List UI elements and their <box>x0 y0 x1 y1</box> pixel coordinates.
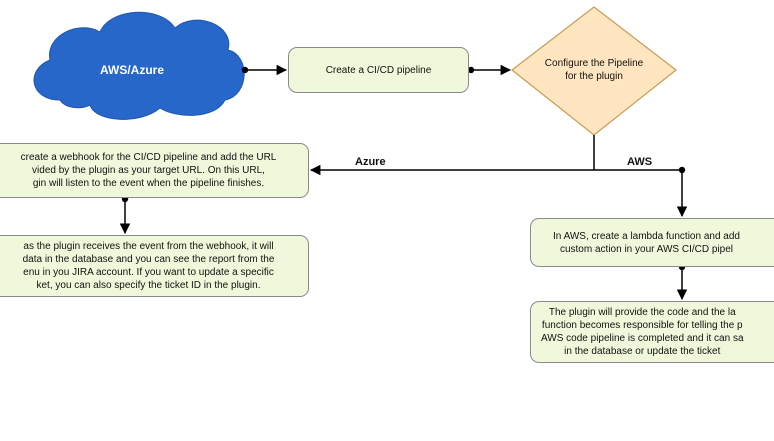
node-text-line: vided by the plugin as your target URL. … <box>32 165 265 176</box>
node-text-line: in the database or update the ticket <box>564 346 721 357</box>
node-text-line: ket, you can also specify the ticket ID … <box>36 280 261 291</box>
decision-line: for the plugin <box>565 71 623 82</box>
node-text-line: The plugin will provide the code and the… <box>548 307 736 318</box>
edge-start-dot <box>241 66 249 74</box>
process-create-pipeline: Create a CI/CD pipeline <box>288 47 469 93</box>
node-text-line: gin will listen to the event when the pi… <box>32 178 265 189</box>
branch-label-azure: Azure <box>355 156 386 168</box>
cloud-shape <box>33 11 245 120</box>
branch-label-aws: AWS <box>627 156 653 168</box>
node-text-line: In AWS, create a lambda function and add <box>553 230 740 242</box>
process-azure-report: as the plugin receives the event from th… <box>0 235 309 297</box>
cloud-label: AWS/Azure <box>100 63 165 77</box>
decision-line: Configure the Pipeline <box>544 58 644 69</box>
process-label: Create a CI/CD pipeline <box>325 64 432 76</box>
node-text-line: data in the database and you can see the… <box>22 254 275 265</box>
node-text-line: create a webhook for the CI/CD pipeline … <box>20 152 277 163</box>
node-text-line: as the plugin receives the event from th… <box>23 241 274 252</box>
process-aws-code: The plugin will provide the code and the… <box>530 301 774 363</box>
node-text-line: enu in you JIRA account. If you want to … <box>23 267 274 278</box>
process-aws-lambda: In AWS, create a lambda function and add… <box>530 218 774 267</box>
edge-start-dot <box>467 66 475 74</box>
node-text-line: AWS code pipeline is completed and it ca… <box>541 333 744 344</box>
node-text-line: function becomes responsible for telling… <box>541 320 743 331</box>
decision-label: Configure the Pipeline for the plugin <box>522 57 666 83</box>
process-azure-webhook: create a webhook for the CI/CD pipeline … <box>0 143 309 198</box>
node-text-line: custom action in your AWS CI/CD pipel <box>559 243 733 255</box>
